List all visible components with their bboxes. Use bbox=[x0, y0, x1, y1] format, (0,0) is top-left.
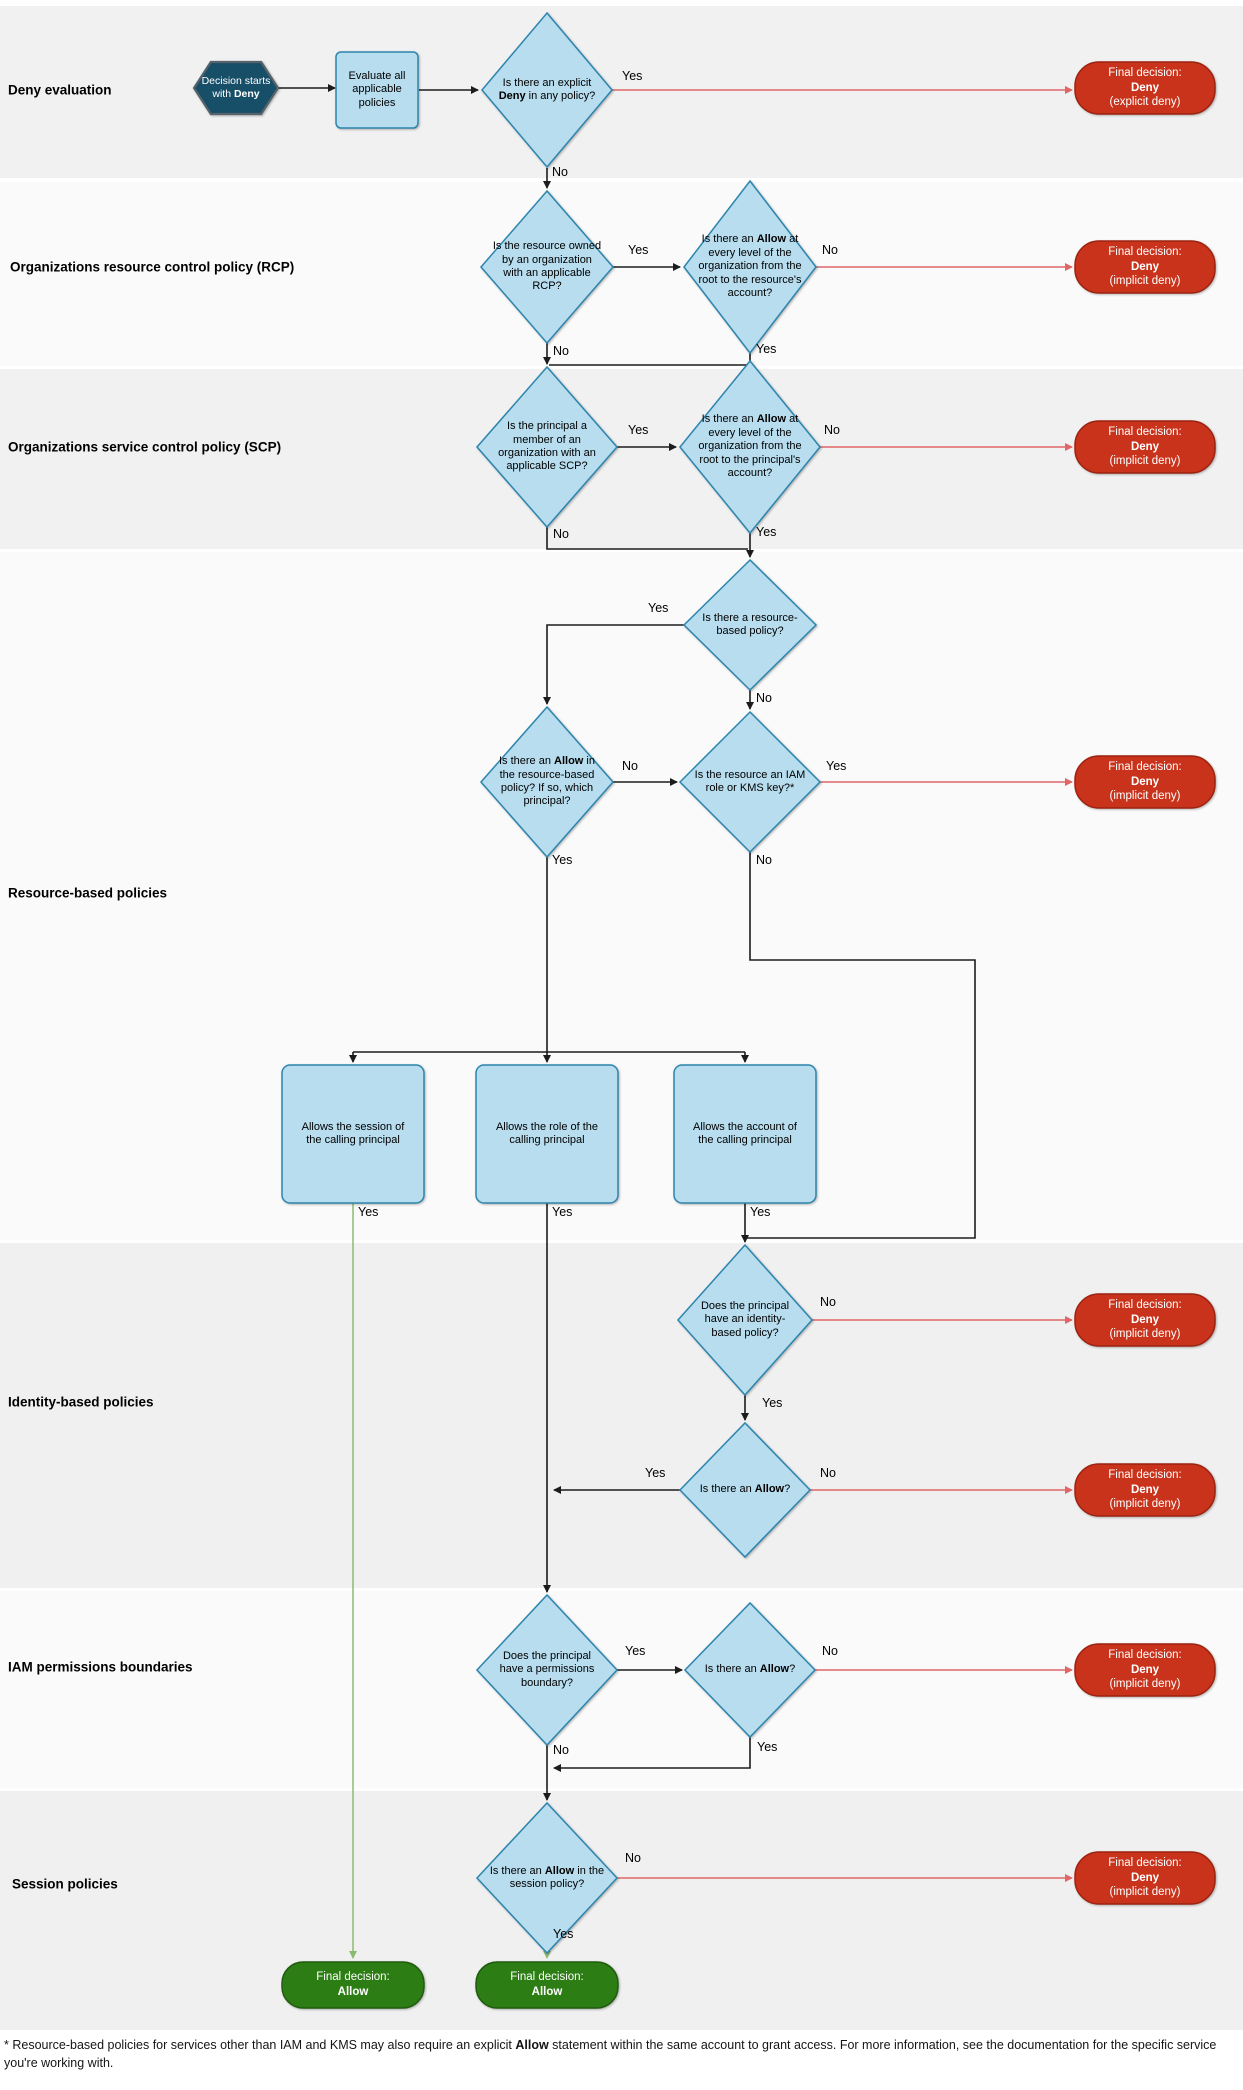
node-scp-allow bbox=[679, 359, 821, 535]
node-pb-exists bbox=[475, 1593, 619, 1747]
edge-label-rbp-allow-yes: Yes bbox=[552, 853, 573, 867]
section-label-deny-evaluation: Deny evaluation bbox=[8, 82, 112, 98]
edge-label-scp-member-no: No bbox=[553, 527, 569, 541]
node-deny-pb bbox=[1074, 1643, 1216, 1697]
node-rbp-exists bbox=[682, 558, 818, 692]
node-rbp-allow bbox=[480, 705, 614, 859]
edge-rbp-exists-yes bbox=[543, 624, 684, 705]
edge-label-pb-exists-yes: Yes bbox=[625, 1644, 646, 1658]
node-deny-rcp bbox=[1074, 240, 1216, 294]
edge-label-scp-member-yes: Yes bbox=[628, 423, 649, 437]
edge-label-pb-allow-yes: Yes bbox=[757, 1740, 778, 1754]
edge-label-idp-exists-no: No bbox=[820, 1295, 836, 1309]
edge-label-explicit-deny-yes: Yes bbox=[622, 69, 643, 83]
node-final-allow-mid bbox=[475, 1961, 619, 2009]
section-band-resource-based-policies bbox=[0, 552, 1243, 1240]
section-band-rcp bbox=[0, 182, 1243, 366]
section-band-identity-based-policies bbox=[0, 1243, 1243, 1588]
edge-label-iam-role-kms-yes: Yes bbox=[826, 759, 847, 773]
edge-label-rbp-exists-no: No bbox=[756, 691, 772, 705]
edge-iam-role-kms-no bbox=[747, 852, 976, 1239]
section-label-resource-based-policies: Resource-based policies bbox=[8, 885, 168, 901]
node-allows-role bbox=[475, 1064, 619, 1204]
edge-label-pb-allow-no: No bbox=[822, 1644, 838, 1658]
edge-label-pb-exists-no: No bbox=[553, 1743, 569, 1757]
node-rcp-allow bbox=[683, 179, 817, 355]
node-session-allow bbox=[475, 1801, 619, 1955]
edge-rcp-allow-yes-merge bbox=[549, 353, 751, 366]
section-label-identity-based-policies: Identity-based policies bbox=[8, 1394, 154, 1410]
node-idp-allow bbox=[678, 1421, 812, 1559]
edges-group bbox=[278, 84, 1073, 1959]
footnote: * Resource-based policies for services o… bbox=[4, 2036, 1239, 2073]
edge-label-allows-account-yes: Yes bbox=[750, 1205, 771, 1219]
node-evaluate-policies bbox=[335, 51, 419, 129]
edge-label-session-allow-no: No bbox=[625, 1851, 641, 1865]
node-rcp-owned bbox=[480, 189, 614, 345]
node-start bbox=[192, 60, 280, 116]
section-label-session-policies: Session policies bbox=[12, 1876, 118, 1892]
node-deny-idp bbox=[1074, 1293, 1216, 1347]
node-explicit-deny bbox=[481, 11, 613, 169]
section-band-session-policies bbox=[0, 1791, 1243, 2030]
edge-label-iam-role-kms-no: No bbox=[756, 853, 772, 867]
node-scp-member bbox=[476, 365, 618, 529]
section-label-rcp: Organizations resource control policy (R… bbox=[10, 259, 295, 275]
edge-label-idp-exists-yes: Yes bbox=[762, 1396, 783, 1410]
edge-label-session-allow-yes: Yes bbox=[553, 1927, 574, 1941]
edge-label-rbp-exists-yes: Yes bbox=[648, 601, 669, 615]
section-band-scp bbox=[0, 369, 1243, 549]
edge-label-idp-allow-no: No bbox=[820, 1466, 836, 1480]
edge-label-rbp-allow-no: No bbox=[622, 759, 638, 773]
node-allows-account bbox=[673, 1064, 817, 1204]
node-allows-session bbox=[281, 1064, 425, 1204]
edge-label-scp-allow-no: No bbox=[824, 423, 840, 437]
edge-label-explicit-deny-no: No bbox=[552, 165, 568, 179]
node-iam-role-kms bbox=[678, 710, 822, 854]
edge-scp-member-no-merge bbox=[546, 527, 748, 550]
node-deny-session bbox=[1074, 1851, 1216, 1905]
node-deny-idp-allow bbox=[1074, 1463, 1216, 1517]
section-label-iam-permissions-boundaries: IAM permissions boundaries bbox=[8, 1659, 193, 1675]
edge-label-rcp-allow-yes: Yes bbox=[756, 342, 777, 356]
section-label-scp: Organizations service control policy (SC… bbox=[8, 439, 282, 455]
node-deny-scp bbox=[1074, 420, 1216, 474]
edge-pb-allow-yes bbox=[553, 1737, 751, 1772]
node-final-allow-left bbox=[281, 1961, 425, 2009]
node-shapes-group bbox=[192, 11, 1216, 2009]
node-deny-rbp bbox=[1074, 755, 1216, 809]
edge-label-scp-allow-yes: Yes bbox=[756, 525, 777, 539]
section-band-iam-permissions-boundaries bbox=[0, 1591, 1243, 1788]
node-pb-allow bbox=[683, 1601, 817, 1739]
node-deny-explicit bbox=[1074, 61, 1216, 115]
edge-label-allows-session-yes: Yes bbox=[358, 1205, 379, 1219]
edge-label-rcp-owned-no: No bbox=[553, 344, 569, 358]
node-idp-exists bbox=[676, 1243, 814, 1397]
edge-label-rcp-owned-yes: Yes bbox=[628, 243, 649, 257]
edge-label-idp-allow-yes: Yes bbox=[645, 1466, 666, 1480]
edge-label-allows-role-yes: Yes bbox=[552, 1205, 573, 1219]
edge-label-rcp-allow-no: No bbox=[822, 243, 838, 257]
